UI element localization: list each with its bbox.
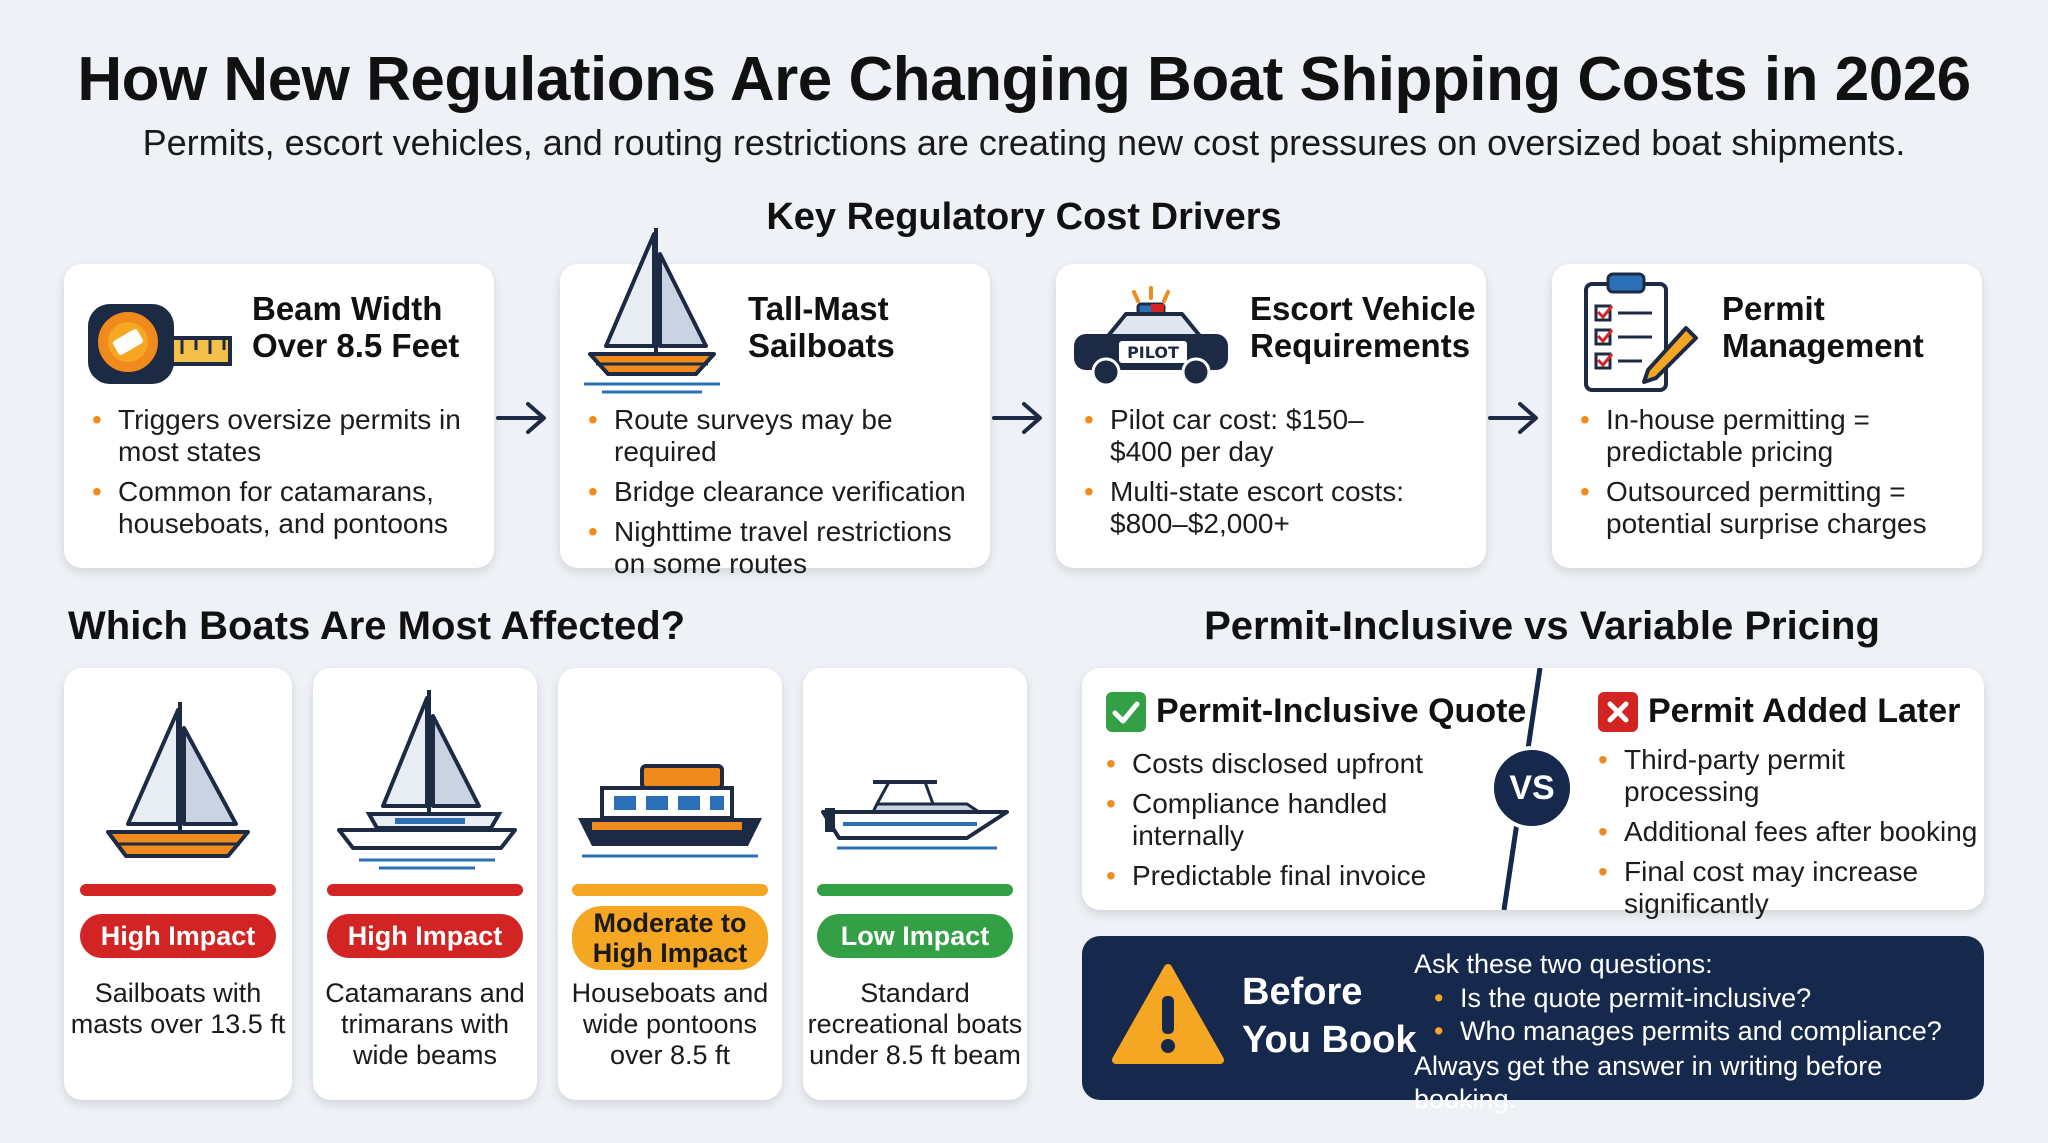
desc-line: recreational boats (807, 1009, 1023, 1039)
boat-card-speedboat: Low Impact Standard recreational boats u… (803, 668, 1027, 1100)
question-item: Is the quote permit-inclusive? (1434, 982, 1942, 1015)
bullet-item: Additional fees after booking (1598, 816, 1978, 848)
driver-card-permit-management: Permit Management In-house permitting = … (1552, 264, 1982, 568)
bullet-item: Bridge clearance verification (588, 476, 984, 508)
impact-label: High Impact (592, 938, 748, 968)
before-you-book-closing: Always get the answer in writing before … (1414, 1051, 1883, 1114)
page-subtitle: Permits, escort vehicles, and routing re… (142, 122, 1906, 163)
boat-card-houseboat: Moderate to High Impact Houseboats and w… (558, 668, 782, 1100)
impact-badge: High Impact (80, 914, 276, 958)
impact-label: High Impact (347, 921, 503, 951)
driver-bullets: Pilot car cost: $150–$400 per day Multi-… (1084, 404, 1414, 548)
bullet-item: Costs disclosed upfront (1106, 748, 1506, 780)
boat-description: Sailboats with masts over 13.5 ft (64, 978, 292, 1040)
measuring-tape-icon (84, 288, 234, 398)
permit-inclusive-bullets: Costs disclosed upfront Compliance handl… (1106, 748, 1506, 900)
desc-line: Houseboats and (571, 978, 769, 1008)
bullet-item: Route surveys may be required (588, 404, 984, 468)
driver-title-line2: Over 8.5 Feet (252, 327, 460, 364)
desc-line: wide beams (352, 1040, 498, 1070)
x-icon (1598, 692, 1638, 732)
desc-line: Catamarans and (325, 978, 525, 1008)
bullet-item: In-house permitting = predictable pricin… (1580, 404, 1940, 468)
arrow-right-icon (494, 398, 550, 438)
bullet-item: Third-party permit processing (1598, 744, 1978, 808)
driver-card-escort-vehicle: PILOT Escort Vehicle Requirements Pilot … (1056, 264, 1486, 568)
impact-label: Low Impact (840, 921, 990, 951)
arrow-right-icon (990, 398, 1046, 438)
before-you-book-questions: Is the quote permit-inclusive? Who manag… (1434, 982, 1942, 1048)
desc-line: over 8.5 ft (609, 1040, 731, 1070)
impact-bar (572, 884, 768, 896)
driver-title-line1: Permit (1722, 290, 1825, 327)
impact-label: Moderate to (593, 908, 747, 938)
driver-bullets: Triggers oversize permits in most states… (92, 404, 482, 548)
pricing-heading: Permit-Inclusive vs Variable Pricing (1204, 604, 1880, 648)
impact-badge: Moderate to High Impact (572, 906, 768, 970)
sailboat-icon (98, 698, 258, 868)
pricing-comparison-card: Permit-Inclusive Quote Costs disclosed u… (1082, 667, 1984, 919)
speedboat-icon (817, 768, 1013, 858)
bullet-item: Common for catamarans, houseboats, and p… (92, 476, 482, 540)
pilot-sign-text: PILOT (1127, 343, 1179, 362)
impact-bar (80, 884, 276, 896)
driver-card-tall-mast: Tall-Mast Sailboats Route surveys may be… (560, 228, 990, 579)
clipboard-checklist-icon (1582, 268, 1702, 398)
bullet-item: Compliance handled internally (1106, 788, 1506, 852)
arrow-right-icon (1486, 398, 1542, 438)
drivers-heading: Key Regulatory Cost Drivers (766, 196, 1282, 238)
boat-description: Standard recreational boats under 8.5 ft… (803, 978, 1027, 1071)
bullet-item: Pilot car cost: $150–$400 per day (1084, 404, 1414, 468)
driver-bullets: Route surveys may be required Bridge cle… (588, 404, 984, 588)
desc-line: masts over 13.5 ft (70, 1009, 286, 1039)
impact-badge: Low Impact (817, 914, 1013, 958)
driver-title-line2: Sailboats (748, 327, 895, 364)
driver-bullets: In-house permitting = predictable pricin… (1580, 404, 1940, 548)
bullet-item: Nighttime travel restrictions on some ro… (588, 516, 984, 580)
page-title: How New Regulations Are Changing Boat Sh… (77, 45, 1971, 114)
desc-line: under 8.5 ft beam (809, 1040, 1021, 1070)
driver-title-line1: Beam Width (252, 290, 443, 327)
impact-bar (817, 884, 1013, 896)
impact-label: High Impact (100, 921, 256, 951)
driver-card-beam-width: Beam Width Over 8.5 Feet Triggers oversi… (64, 264, 494, 568)
before-you-book-intro: Ask these two questions: (1414, 949, 1713, 979)
pilot-car-icon: PILOT (1068, 284, 1234, 394)
desc-line: trimarans with (340, 1009, 510, 1039)
vs-badge: VS (1490, 746, 1574, 830)
before-you-book-title-line2: You Book (1242, 1019, 1417, 1061)
boat-description: Houseboats and wide pontoons over 8.5 ft (558, 978, 782, 1071)
boat-card-catamaran: High Impact Catamarans and trimarans wit… (313, 668, 537, 1100)
before-you-book-box: Before You Book Ask these two questions:… (1082, 936, 1984, 1114)
bullet-item: Triggers oversize permits in most states (92, 404, 482, 468)
bullet-item: Predictable final invoice (1106, 860, 1506, 892)
boat-card-sailboat: High Impact Sailboats with masts over 13… (64, 668, 292, 1100)
check-icon (1106, 692, 1146, 732)
catamaran-icon (329, 686, 525, 876)
permit-inclusive-title: Permit-Inclusive Quote (1156, 692, 1527, 730)
driver-title-line1: Escort Vehicle (1250, 290, 1476, 327)
driver-title-line2: Requirements (1250, 327, 1471, 364)
affected-heading: Which Boats Are Most Affected? (68, 604, 686, 648)
desc-line: Sailboats with (94, 978, 262, 1008)
sailboat-icon (582, 224, 722, 394)
impact-badge: High Impact (327, 914, 523, 958)
question-item: Who manages permits and compliance? (1434, 1015, 1942, 1048)
warning-icon (1112, 962, 1224, 1066)
bullet-item: Final cost may increase significantly (1598, 856, 1978, 920)
impact-bar (327, 884, 523, 896)
driver-title-line1: Tall-Mast (748, 290, 889, 327)
boat-description: Catamarans and trimarans with wide beams (313, 978, 537, 1071)
permit-added-later-title: Permit Added Later (1648, 692, 1961, 730)
bullet-item: Outsourced permitting = potential surpri… (1580, 476, 1940, 540)
driver-title-line2: Management (1722, 327, 1924, 364)
houseboat-icon (572, 758, 768, 868)
permit-added-later-bullets: Third-party permit processing Additional… (1598, 744, 1978, 928)
before-you-book-title-line1: Before (1242, 971, 1363, 1013)
desc-line: Standard (860, 978, 970, 1008)
bullet-item: Multi-state escort costs: $800–$2,000+ (1084, 476, 1414, 540)
desc-line: wide pontoons (582, 1009, 758, 1039)
